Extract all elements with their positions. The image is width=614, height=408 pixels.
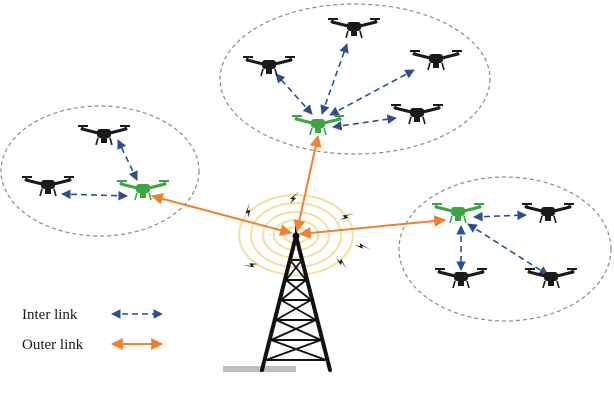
drone-icon [408,48,464,72]
drone-icon [241,54,297,78]
drone-icon [326,16,382,40]
drone-icon [433,266,489,290]
cell-tower-icon [223,225,332,372]
drone-icon [520,201,576,225]
cluster-right [398,176,612,322]
drone-icon-leader [290,113,346,137]
cluster-top [219,3,491,155]
legend: Inter link Outer link [22,307,164,353]
drone-icon [523,266,579,290]
cluster-left [0,105,200,237]
inter-links [61,43,549,276]
legend-outer-link-label: Outer link [22,337,84,353]
drone-icon-leader [115,178,171,202]
drone-icon [20,174,76,198]
drone-icon [389,102,445,126]
drone-icon [76,123,132,147]
outer-links [150,134,447,239]
legend-inter-link-label: Inter link [22,307,78,323]
